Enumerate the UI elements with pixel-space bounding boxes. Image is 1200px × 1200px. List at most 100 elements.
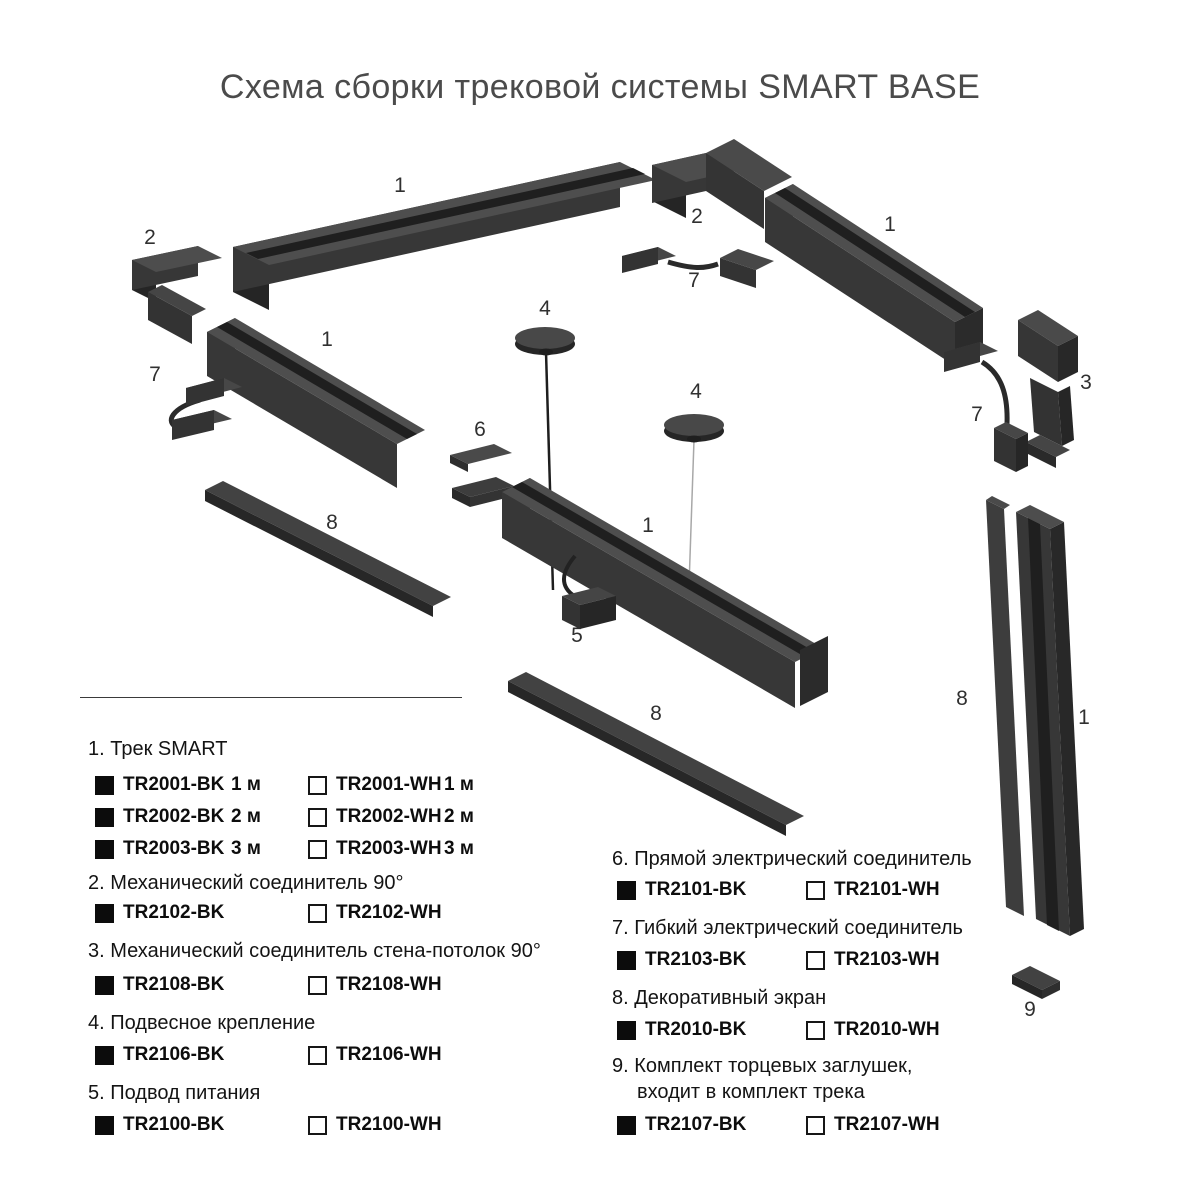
- legend-heading-end-caps: 9. Комплект торцевых заглушек,: [612, 1055, 913, 1077]
- product-code-bk: TR2100-BK: [123, 1114, 225, 1135]
- page-title: Схема сборки трековой системы SMART BASE: [219, 68, 981, 106]
- corner-connector-middle: [652, 139, 792, 229]
- part-number-label: 1: [884, 213, 896, 236]
- color-swatch-white: [308, 903, 327, 923]
- product-size-bk: 3 м: [231, 838, 261, 859]
- part-number-label: 2: [691, 205, 703, 228]
- end-cap: [1012, 966, 1060, 999]
- product-row: TR2002-BK 2 м TR2002-WH 2 м: [85, 806, 615, 827]
- product-code-wh: TR2002-WH: [336, 806, 442, 827]
- screen-left: [205, 481, 451, 617]
- product-row: TR2003-BK 3 м TR2003-WH 3 м: [85, 838, 615, 859]
- legend-heading-flexible-connector: 7. Гибкий электрический соединитель: [612, 917, 963, 939]
- legend-separator: [80, 697, 462, 698]
- part-number-label: 4: [539, 297, 551, 320]
- product-code-wh: TR2108-WH: [336, 974, 442, 995]
- color-swatch-white: [806, 1020, 825, 1040]
- part-number-label: 1: [394, 174, 406, 197]
- product-code-wh: TR2003-WH: [336, 838, 442, 859]
- color-swatch-black: [617, 880, 636, 900]
- product-row: TR2103-BK TR2103-WH: [610, 949, 1040, 970]
- product-code-bk: TR2106-BK: [123, 1044, 225, 1065]
- product-row: TR2010-BK TR2010-WH: [610, 1019, 1040, 1040]
- color-swatch-white: [308, 1115, 327, 1135]
- product-size-bk: 1 м: [231, 774, 261, 795]
- product-size-bk: 2 м: [231, 806, 261, 827]
- product-code-bk: TR2010-BK: [645, 1019, 747, 1040]
- part-number-label: 2: [144, 226, 156, 249]
- product-code-wh: TR2103-WH: [834, 949, 940, 970]
- legend-heading-power-feed: 5. Подвод питания: [88, 1082, 261, 1104]
- screen-bottom: [508, 672, 804, 836]
- product-code-wh: TR2101-WH: [834, 879, 940, 900]
- part-number-label: 4: [690, 380, 702, 403]
- product-row: TR2100-BK TR2100-WH: [85, 1114, 615, 1135]
- color-swatch-black: [95, 839, 114, 859]
- part-number-label: 9: [1024, 998, 1036, 1021]
- product-code-wh: TR2106-WH: [336, 1044, 442, 1065]
- color-swatch-black: [95, 903, 114, 923]
- part-number-label: 1: [642, 514, 654, 537]
- product-code-wh: TR2102-WH: [336, 902, 442, 923]
- color-swatch-white: [308, 807, 327, 827]
- product-row: TR2001-BK 1 м TR2001-WH 1 м: [85, 774, 615, 795]
- product-code-wh: TR2100-WH: [336, 1114, 442, 1135]
- legend-heading-corner-connector: 2. Механический соединитель 90°: [88, 872, 404, 894]
- legend-heading-suspension: 4. Подвесное крепление: [88, 1012, 316, 1034]
- color-swatch-black: [617, 1020, 636, 1040]
- product-code-bk: TR2003-BK: [123, 838, 225, 859]
- part-number-label: 3: [1080, 371, 1092, 394]
- color-swatch-white: [308, 775, 327, 795]
- corner-connector-left: [132, 246, 222, 344]
- color-swatch-black: [95, 975, 114, 995]
- product-code-wh: TR2107-WH: [834, 1114, 940, 1135]
- product-size-wh: 3 м: [444, 838, 474, 859]
- suspension-mount-top: [515, 327, 575, 356]
- product-size-wh: 2 м: [444, 806, 474, 827]
- part-number-label: 1: [1078, 706, 1090, 729]
- legend-heading-end-caps-line2: входит в комплект трека: [637, 1081, 865, 1103]
- product-size-wh: 1 м: [444, 774, 474, 795]
- track-right: [765, 184, 983, 366]
- part-number-label: 7: [688, 269, 700, 292]
- part-number-label: 7: [149, 363, 161, 386]
- color-swatch-white: [308, 1045, 327, 1065]
- color-swatch-white: [308, 975, 327, 995]
- color-swatch-white: [806, 1115, 825, 1135]
- screen-vertical: [986, 496, 1024, 916]
- product-code-bk: TR2001-BK: [123, 774, 225, 795]
- product-code-bk: TR2103-BK: [645, 949, 747, 970]
- track-left: [207, 318, 425, 488]
- product-code-wh: TR2010-WH: [834, 1019, 940, 1040]
- product-code-bk: TR2101-BK: [645, 879, 747, 900]
- product-code-bk: TR2002-BK: [123, 806, 225, 827]
- color-swatch-black: [95, 1045, 114, 1065]
- legend-heading-straight-connector: 6. Прямой электрический соединитель: [612, 848, 972, 870]
- part-number-label: 1: [321, 328, 333, 351]
- legend-heading-screen: 8. Декоративный экран: [612, 987, 827, 1009]
- product-row: TR2106-BK TR2106-WH: [85, 1044, 615, 1065]
- color-swatch-black: [95, 1115, 114, 1135]
- straight-connector: [450, 444, 514, 507]
- product-row: TR2108-BK TR2108-WH: [85, 974, 615, 995]
- track-center: [502, 478, 828, 708]
- color-swatch-black: [95, 775, 114, 795]
- power-feed: [562, 554, 616, 629]
- product-row: TR2102-BK TR2102-WH: [85, 902, 615, 923]
- flexible-connector-middle: [622, 247, 774, 288]
- color-swatch-black: [95, 807, 114, 827]
- suspension-mount-right: [664, 414, 724, 443]
- part-number-label: 7: [971, 403, 983, 426]
- color-swatch-white: [806, 880, 825, 900]
- product-row: TR2101-BK TR2101-WH: [610, 879, 1040, 900]
- flexible-connector-right: [944, 342, 1028, 472]
- part-number-label: 5: [571, 624, 583, 647]
- color-swatch-black: [617, 950, 636, 970]
- track-vertical: [1016, 505, 1084, 936]
- product-code-wh: TR2001-WH: [336, 774, 442, 795]
- part-number-label: 6: [474, 418, 486, 441]
- part-number-label: 8: [650, 702, 662, 725]
